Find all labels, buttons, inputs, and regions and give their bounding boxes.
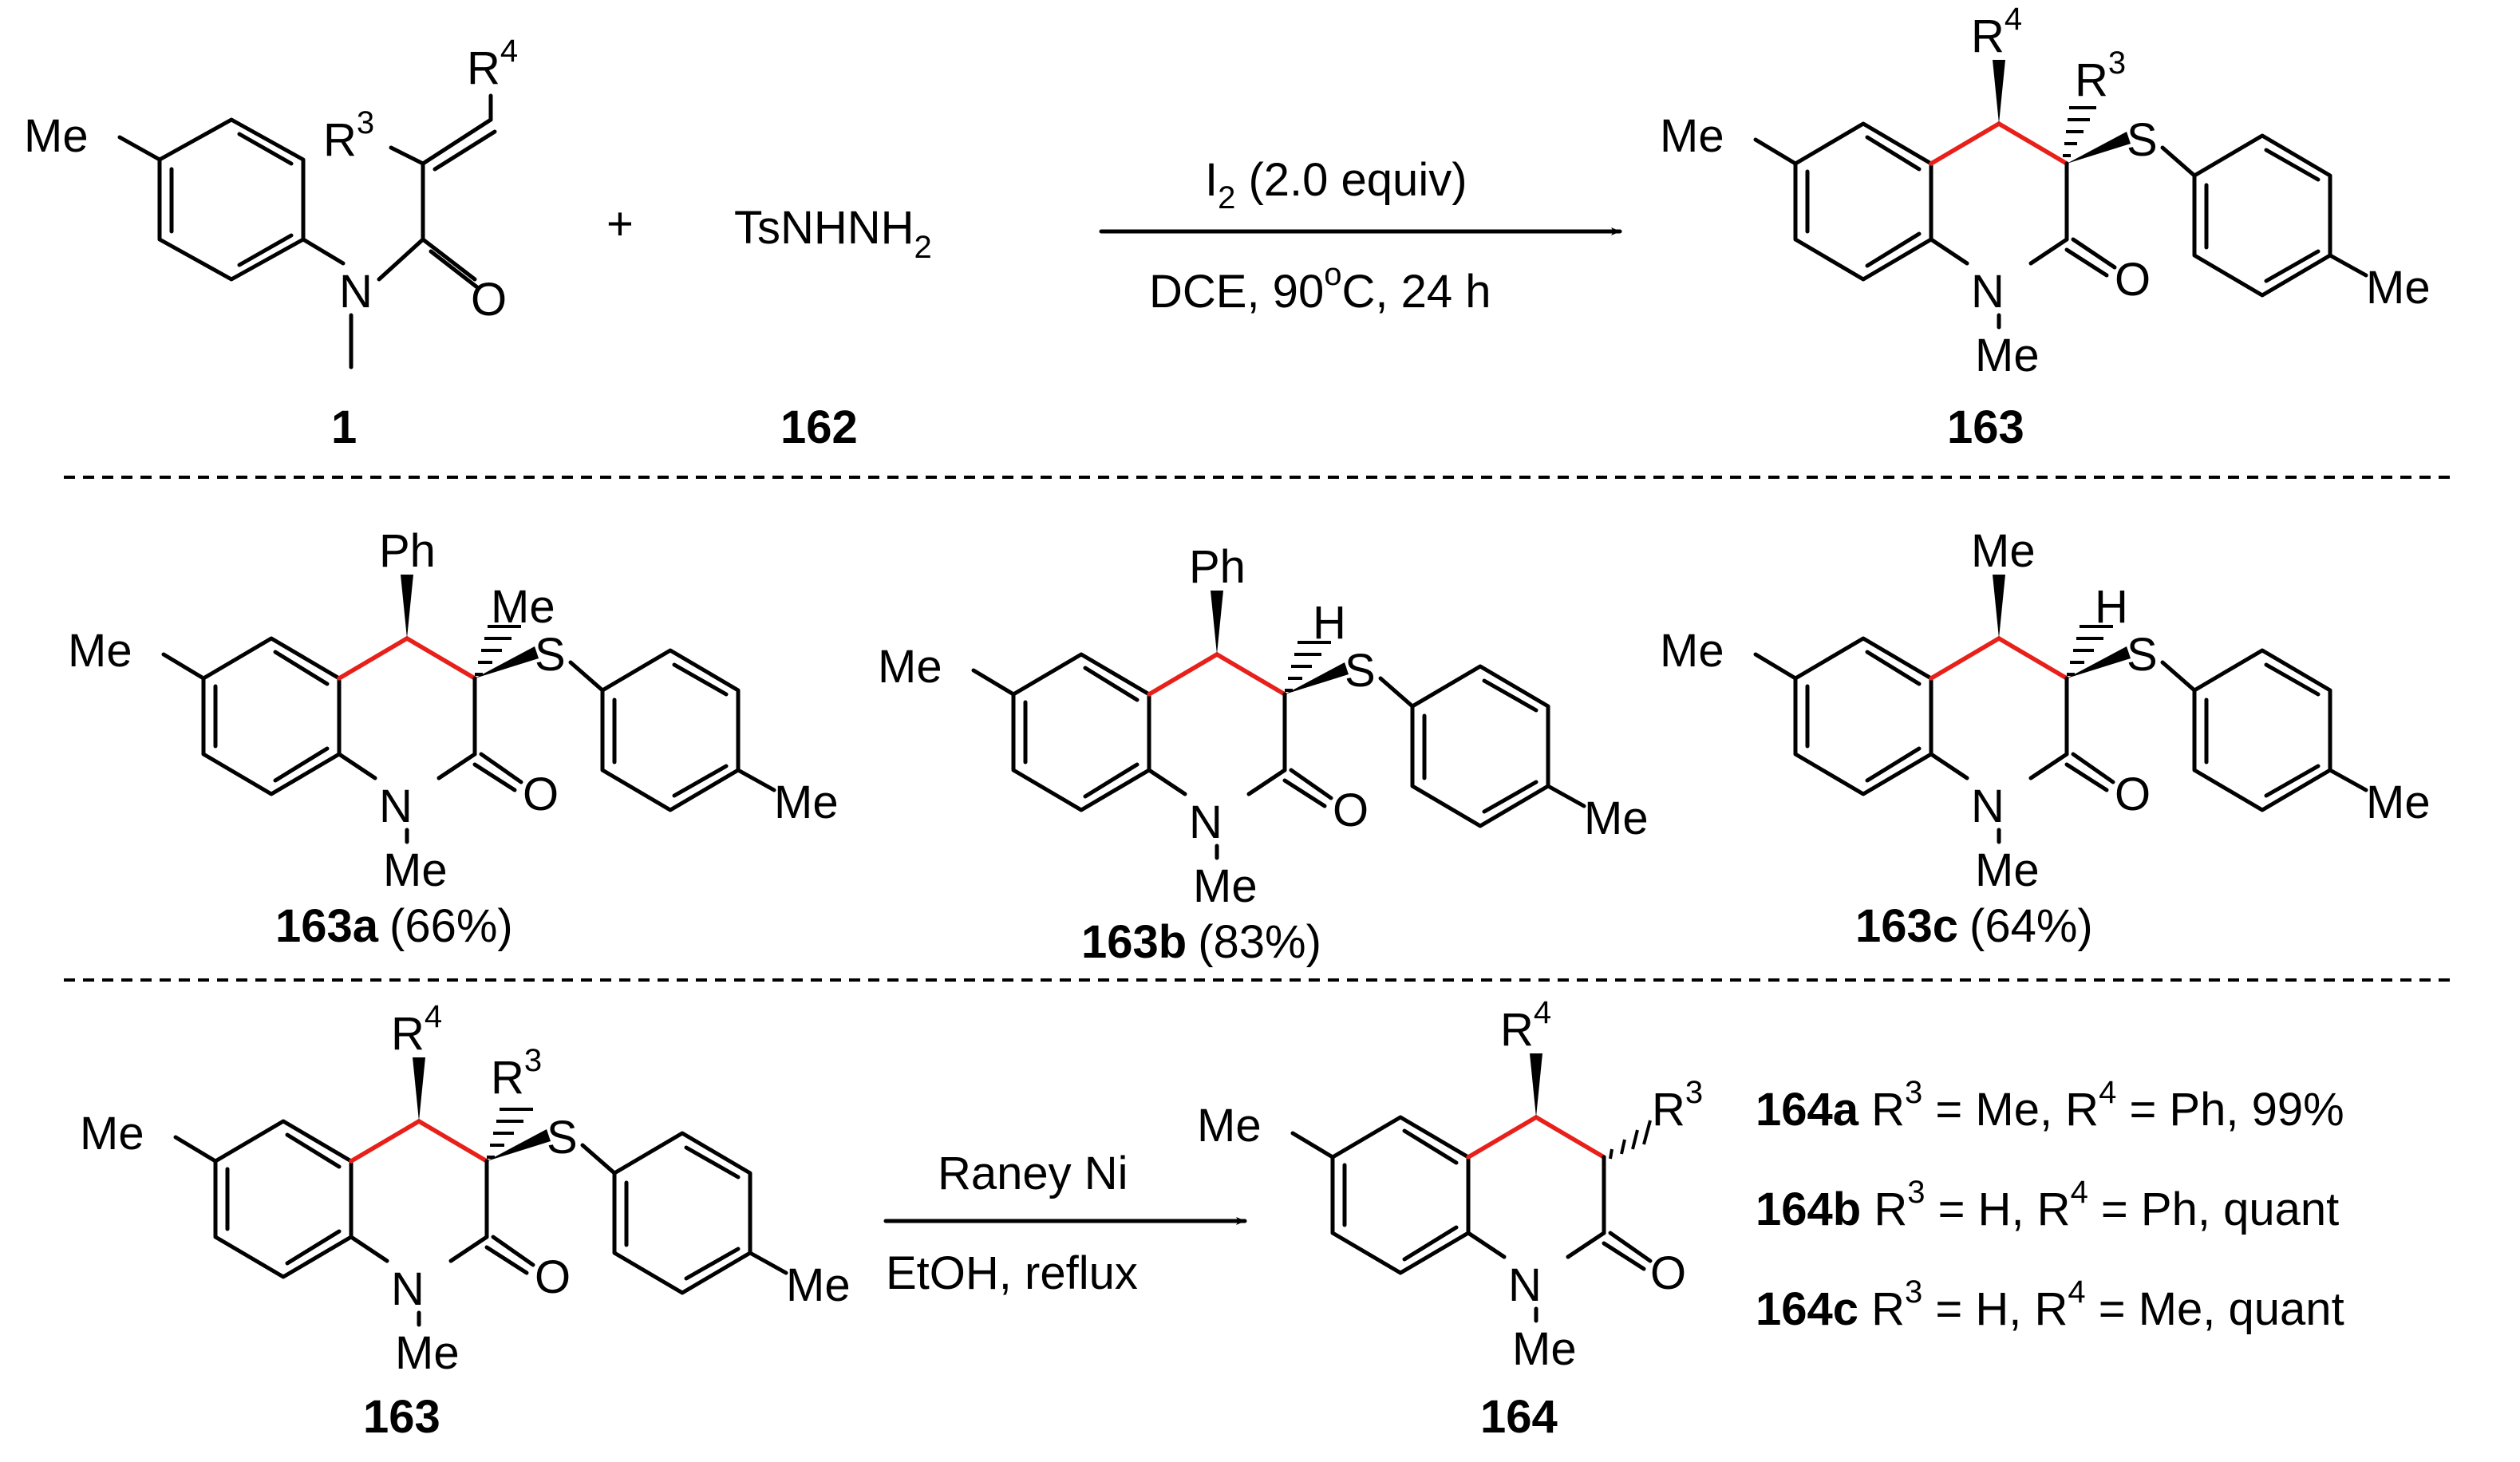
- result-164c: 164c R3 = H, R4 = Me, quant: [1756, 1274, 2344, 1335]
- example-label: 163a(66%): [275, 900, 513, 952]
- s-label: S: [2127, 114, 2158, 166]
- product-164-structure: [1290, 1053, 1653, 1323]
- n-label: N: [391, 1263, 425, 1315]
- r3-label: R3: [491, 1043, 542, 1104]
- me-n-label: Me: [1193, 860, 1258, 912]
- r4-label: R4: [1971, 2, 2022, 62]
- conditions-reagent: I2 (2.0 equiv): [1205, 154, 1467, 215]
- me-label: Me: [24, 110, 89, 162]
- r4-label: R4: [1500, 995, 1551, 1056]
- me-left-label: Me: [878, 641, 942, 693]
- r4-label: R4: [391, 999, 442, 1060]
- me-right-label: Me: [786, 1259, 851, 1311]
- c4-substituent-label: Ph: [1189, 541, 1246, 593]
- o-label: O: [2115, 769, 2151, 820]
- r4-label: R4: [467, 34, 518, 94]
- o-label: O: [1650, 1247, 1686, 1299]
- me-n-label: Me: [1512, 1323, 1577, 1375]
- c3-substituent-label: Me: [491, 581, 555, 633]
- product-163-structure: [1753, 121, 2117, 330]
- me-left-label: Me: [68, 625, 132, 677]
- result-164a: 164a R3 = Me, R4 = Ph, 99%: [1756, 1075, 2344, 1136]
- results-list: 164a R3 = Me, R4 = Ph, 99% 164b R3 = H, R…: [1756, 1075, 2344, 1335]
- r3-label: R3: [2075, 45, 2126, 106]
- me-n-label: Me: [395, 1327, 460, 1379]
- s-label: S: [1345, 645, 1376, 697]
- c4-substituent-label: Ph: [379, 525, 436, 577]
- me-n-label: Me: [383, 844, 448, 896]
- reagent-1-structure: Me N O R3 R4: [24, 34, 518, 369]
- conditions-solvent: DCE, 90oC, 24 h: [1149, 257, 1491, 318]
- o-label: O: [523, 769, 559, 820]
- compound-label-162: 162: [780, 401, 858, 453]
- me-right-label: Me: [774, 776, 839, 828]
- wedge-bond: [2067, 132, 2131, 164]
- hashed-bond: [2063, 106, 2096, 157]
- n-label: N: [1971, 780, 2005, 832]
- c4-substituent-label: Me: [1971, 525, 2036, 577]
- n-label: N: [1971, 266, 2005, 318]
- compound-label-164: 164: [1480, 1391, 1558, 1443]
- tsnhnh2-formula: TsNHNH2: [734, 202, 932, 265]
- c3-substituent-label: H: [2095, 581, 2128, 633]
- example-label: 163c(64%): [1855, 900, 2093, 952]
- plus-sign: +: [606, 198, 634, 250]
- n-label: N: [1508, 1259, 1542, 1311]
- me-left-label: Me: [1197, 1100, 1262, 1152]
- r3-label: R3: [1652, 1075, 1703, 1136]
- n-label: N: [339, 266, 373, 318]
- me-left-label: Me: [80, 1108, 144, 1160]
- me-right-label: Me: [2366, 262, 2431, 314]
- o-label: O: [1333, 784, 1369, 836]
- conditions-etoh: EtOH, reflux: [886, 1247, 1138, 1299]
- me-right-label: Me: [1584, 792, 1649, 844]
- me-left-label: Me: [1660, 110, 1724, 162]
- o-label: O: [535, 1251, 571, 1303]
- compound-label-1: 1: [331, 401, 357, 453]
- s-label: S: [547, 1112, 578, 1164]
- o-label: O: [471, 274, 507, 326]
- o-label: O: [2115, 254, 2151, 306]
- me-n-label: Me: [1975, 330, 2040, 381]
- wedge-bond: [1993, 60, 2005, 124]
- result-164b: 164b R3 = H, R4 = Ph, quant: [1756, 1175, 2339, 1235]
- example-label: 163b(83%): [1081, 916, 1321, 968]
- conditions-raney-ni: Raney Ni: [938, 1148, 1128, 1199]
- examples-row: MeNMeOSMePhMe163a(66%)MeNMeOSMePhH163b(8…: [68, 525, 2431, 968]
- s-label: S: [535, 629, 566, 681]
- me-n-label: Me: [1975, 844, 2040, 896]
- n-label: N: [1189, 796, 1222, 848]
- me-right-label: Me: [2366, 776, 2431, 828]
- n-label: N: [379, 780, 413, 832]
- r3-label: R3: [323, 105, 374, 166]
- c3-substituent-label: H: [1313, 597, 1346, 649]
- s-label: S: [2127, 629, 2158, 681]
- compound-label-163-bottom: 163: [363, 1391, 440, 1443]
- me-left-label: Me: [1660, 625, 1724, 677]
- compound-label-163: 163: [1947, 401, 2024, 453]
